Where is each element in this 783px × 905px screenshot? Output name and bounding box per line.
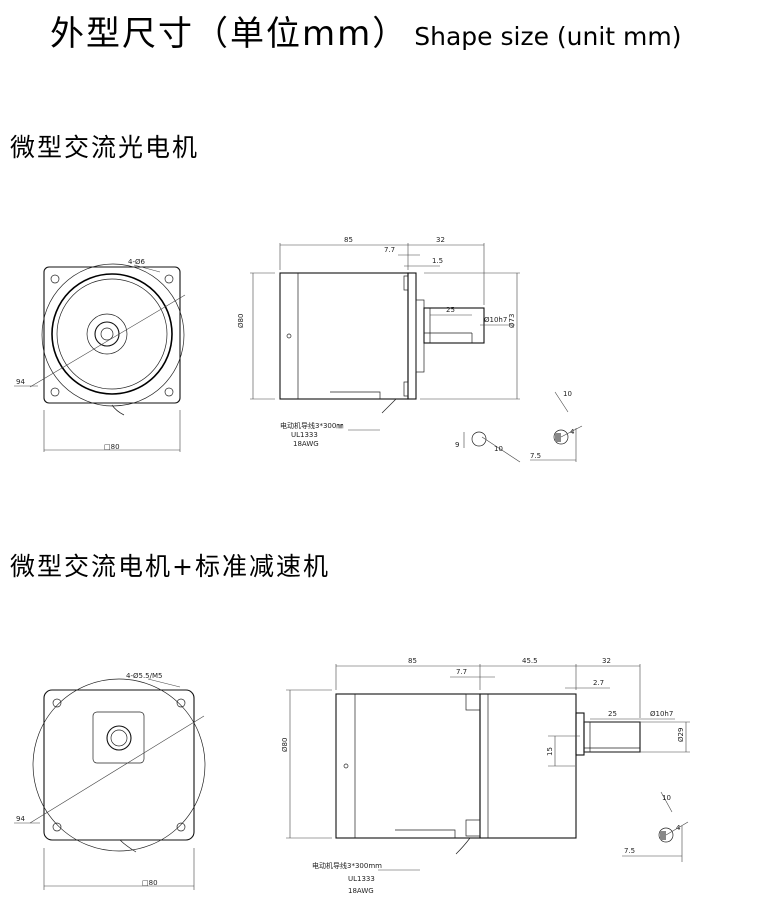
s2-square-label: □80 [142,879,158,887]
s2-wire-line1: 电动机导线3*300mm [312,861,382,870]
s1-wire-line3: 18AWG [293,440,319,448]
s2-d32: 32 [602,657,611,665]
s2-d15: 15 [546,747,554,756]
page-title-en: Shape size (unit mm) [414,22,682,51]
s1-d10b: 10 [563,390,572,398]
s1-d25: 25 [446,306,455,314]
s2-wire-line3: 18AWG [348,887,374,895]
s2-side-view [286,664,690,871]
s1-d1_5: 1.5 [432,257,443,265]
s2-body: Ø80 [281,738,289,752]
s1-detail-shaft-section [530,391,583,462]
s1-side-view [250,243,520,431]
s1-d4: 4 [570,428,575,436]
s2-d45_5: 45.5 [522,657,538,665]
s2-wire-line2: UL1333 [348,875,375,883]
s2-d25: 25 [608,710,617,718]
section1-title: 微型交流光电机 [10,133,200,162]
s1-flange: Ø73 [508,314,516,328]
s2-holes-label: 4-Ø5.5/M5 [126,672,162,680]
s2-hub: Ø29 [677,728,685,742]
s2-d4: 4 [676,824,681,832]
page-title-cn: 外型尺寸（单位mm） [50,14,409,54]
page-title: 外型尺寸（单位mm）Shape size (unit mm) [50,6,682,55]
section2-title: 微型交流电机+标准减速机 [10,552,330,581]
s2-d10: 10 [662,794,671,802]
s1-d32: 32 [436,236,445,244]
s1-body: Ø80 [237,314,245,328]
s2-detail-shaft-section [622,791,689,862]
s2-d85: 85 [408,657,417,665]
s2-d7_7: 7.7 [456,668,467,676]
s1-diameter-label: 94 [16,378,25,386]
s2-d2_7: 2.7 [593,679,604,687]
s1-square-label: □80 [104,443,120,451]
s1-d10: 10 [494,445,503,453]
s1-d85: 85 [344,236,353,244]
s1-d9: 9 [455,441,459,449]
s1-wire-line2: UL1333 [291,431,318,439]
s1-shaft: Ø10h7 [484,316,507,324]
s1-detail-key [463,431,521,463]
s2-diameter-label: 94 [16,815,25,823]
s1-d7_5: 7.5 [530,452,541,460]
s1-holes-label: 4-Ø6 [128,258,145,266]
s1-wire-line1: 电动机导线3*300㎜ [280,421,343,430]
s1-front-view [14,263,186,452]
s2-shaft: Ø10h7 [650,710,673,718]
s2-d7_5: 7.5 [624,847,635,855]
s2-front-view [14,678,206,890]
s1-d7_7: 7.7 [384,246,395,254]
